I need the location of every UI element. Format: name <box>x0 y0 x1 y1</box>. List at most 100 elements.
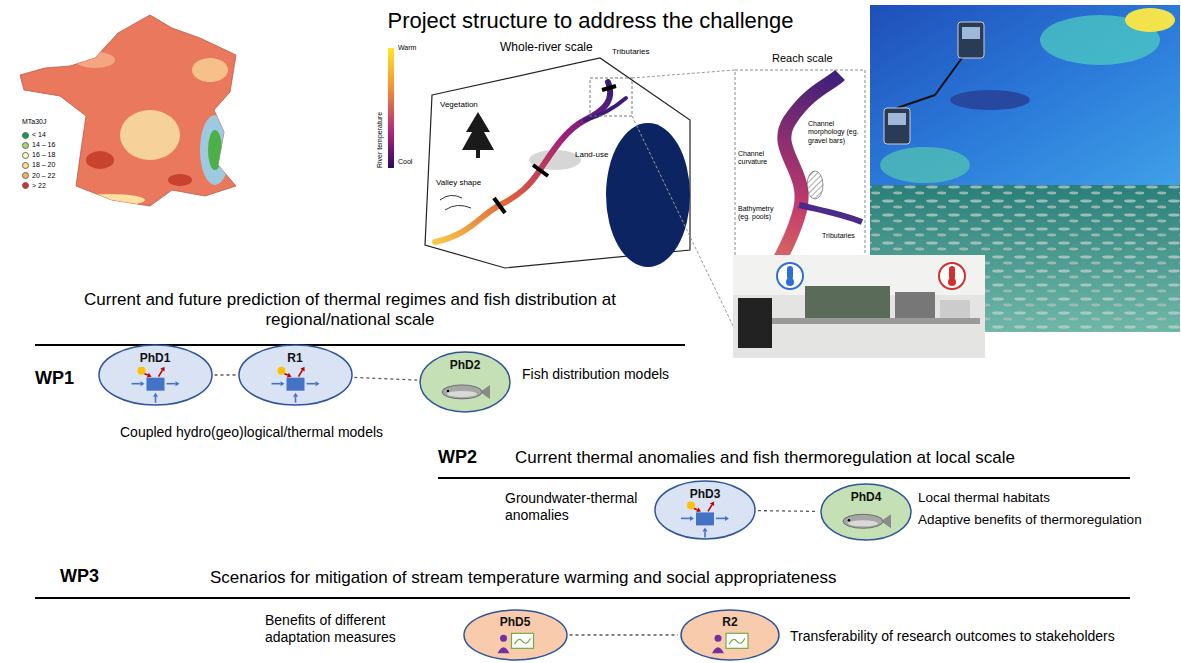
lab-photo-part <box>750 318 980 324</box>
legend-title: MTa30J <box>22 118 47 126</box>
node-label: PhD3 <box>690 487 721 501</box>
legend-row: < 14 <box>22 130 55 140</box>
ellipse-shape-part <box>99 345 212 405</box>
task-description: Adaptive benefits of thermoregulation <box>918 512 1142 528</box>
task-description: Coupled hydro(geo)logical/thermal models <box>120 424 383 441</box>
reach-illustration-part <box>799 205 862 222</box>
ellipse-shape-part <box>655 481 755 539</box>
whole-river-illustration-part <box>476 150 480 158</box>
feature-label: Tributaries <box>822 232 855 240</box>
wp-label: WP2 <box>438 447 477 469</box>
ellipse-shape-part <box>286 373 291 378</box>
ellipse-shape-part <box>298 370 302 377</box>
ellipse-shape-part <box>144 374 147 375</box>
ellipse-shape-part <box>848 520 878 526</box>
legend-row: 18 – 20 <box>22 160 55 170</box>
legend-swatch <box>22 172 29 179</box>
section-heading: Current and future prediction of thermal… <box>30 290 670 331</box>
feature-label: Land-use <box>575 150 608 160</box>
ellipse-shape-part <box>280 381 284 386</box>
thermal-image-part <box>958 22 984 58</box>
ellipse-shape-part <box>306 383 315 385</box>
dashed-connector <box>354 377 417 380</box>
node-label: PhD4 <box>851 490 882 504</box>
ellipse-shape-part <box>153 393 158 397</box>
whole-river-illustration-part <box>435 82 610 242</box>
france-map-part-part <box>75 194 145 206</box>
ellipse-shape-part <box>696 508 701 513</box>
scale-title: Whole-river scale <box>500 40 593 54</box>
lab-photo-part <box>895 292 935 318</box>
whole-river-illustration-part <box>388 48 394 168</box>
feature-label: Tributaries <box>612 47 650 57</box>
task-description: Transferability of research outcomes to … <box>790 628 1115 645</box>
node-label: R1 <box>287 351 302 365</box>
whole-river-illustration-part <box>440 195 471 210</box>
ellipse-shape-part <box>447 390 449 392</box>
legend-text: < 14 <box>32 131 46 138</box>
legend-text: 14 – 16 <box>32 141 55 148</box>
dashed-connector-line <box>354 377 417 380</box>
france-map-part-part <box>200 115 230 185</box>
whole-river-illustration-part <box>590 78 632 116</box>
work-package-ellipse: PhD1 <box>98 344 213 406</box>
ellipse-shape-part <box>514 638 530 644</box>
ellipse-shape-part <box>158 370 162 377</box>
legend-swatch <box>22 182 29 189</box>
scale-title: Reach scale <box>772 52 833 65</box>
thermal-image-part <box>962 27 980 39</box>
ellipse-shape-part <box>729 638 745 644</box>
section-rule-part <box>35 344 685 346</box>
whole-river-illustration-part <box>585 98 626 120</box>
ellipse-shape-part <box>681 518 690 520</box>
section-heading: Scenarios for mitigation of stream tempe… <box>210 568 836 588</box>
legend-swatch <box>22 162 29 169</box>
ellipse-shape-part <box>131 383 140 385</box>
ellipse-shape-part <box>146 378 164 391</box>
ellipse-shape-part <box>690 516 694 521</box>
whole-river-illustration-part <box>632 70 735 78</box>
ellipse-shape-part <box>160 367 164 372</box>
ellipse-shape-part <box>286 378 304 391</box>
ellipse-shape-part <box>821 484 911 540</box>
legend-row: 14 – 16 <box>22 140 55 150</box>
work-package-ellipse: PhD3 <box>654 480 756 540</box>
ellipse-shape-part <box>716 518 725 520</box>
work-package-ellipse: R1 <box>238 344 353 406</box>
ellipse-shape-part <box>703 527 708 531</box>
lab-photo-part <box>805 286 890 318</box>
dashed-connector-line <box>215 374 236 375</box>
dashed-connector-line <box>570 634 679 635</box>
ellipse-shape-part <box>725 516 729 521</box>
section-rule-part <box>35 597 1130 599</box>
dashed-connector <box>215 375 236 376</box>
task-description: Benefits of different adaptation measure… <box>265 612 435 646</box>
legend-text: > 22 <box>32 182 46 189</box>
ellipse-shape-part <box>696 512 714 525</box>
reach-illustration-part <box>807 171 823 199</box>
lab-photo <box>733 255 985 358</box>
thermal-image-part <box>897 95 935 108</box>
lab-photo-part <box>738 298 772 348</box>
lab-photo-part <box>940 300 970 318</box>
thermal-image-part <box>884 108 910 144</box>
legend-text: 18 – 20 <box>32 162 55 169</box>
task-description: Fish distribution models <box>522 366 669 383</box>
ellipse-shape-part <box>848 519 850 521</box>
section-rule-part <box>438 477 1130 479</box>
france-map-part <box>75 52 230 206</box>
ellipse-shape-part <box>277 367 285 375</box>
thermal-image-part <box>880 147 970 183</box>
legend-row: > 22 <box>22 181 55 191</box>
feature-label: Vegetation <box>440 100 478 110</box>
thermal-image-part <box>888 113 906 125</box>
lab-photo-part <box>786 278 794 286</box>
ellipse-shape-part <box>166 383 175 385</box>
lab-photo-part <box>777 263 803 289</box>
feature-label: Valley shape <box>436 178 481 188</box>
ellipse-shape-part <box>511 633 533 648</box>
work-package-ellipse: PhD4 <box>820 483 912 541</box>
france-map-part-part <box>192 58 228 82</box>
work-package-ellipse: PhD5 <box>463 609 568 661</box>
map-legend: < 1414 – 1616 – 1818 – 2020 – 22> 22 <box>22 130 55 191</box>
